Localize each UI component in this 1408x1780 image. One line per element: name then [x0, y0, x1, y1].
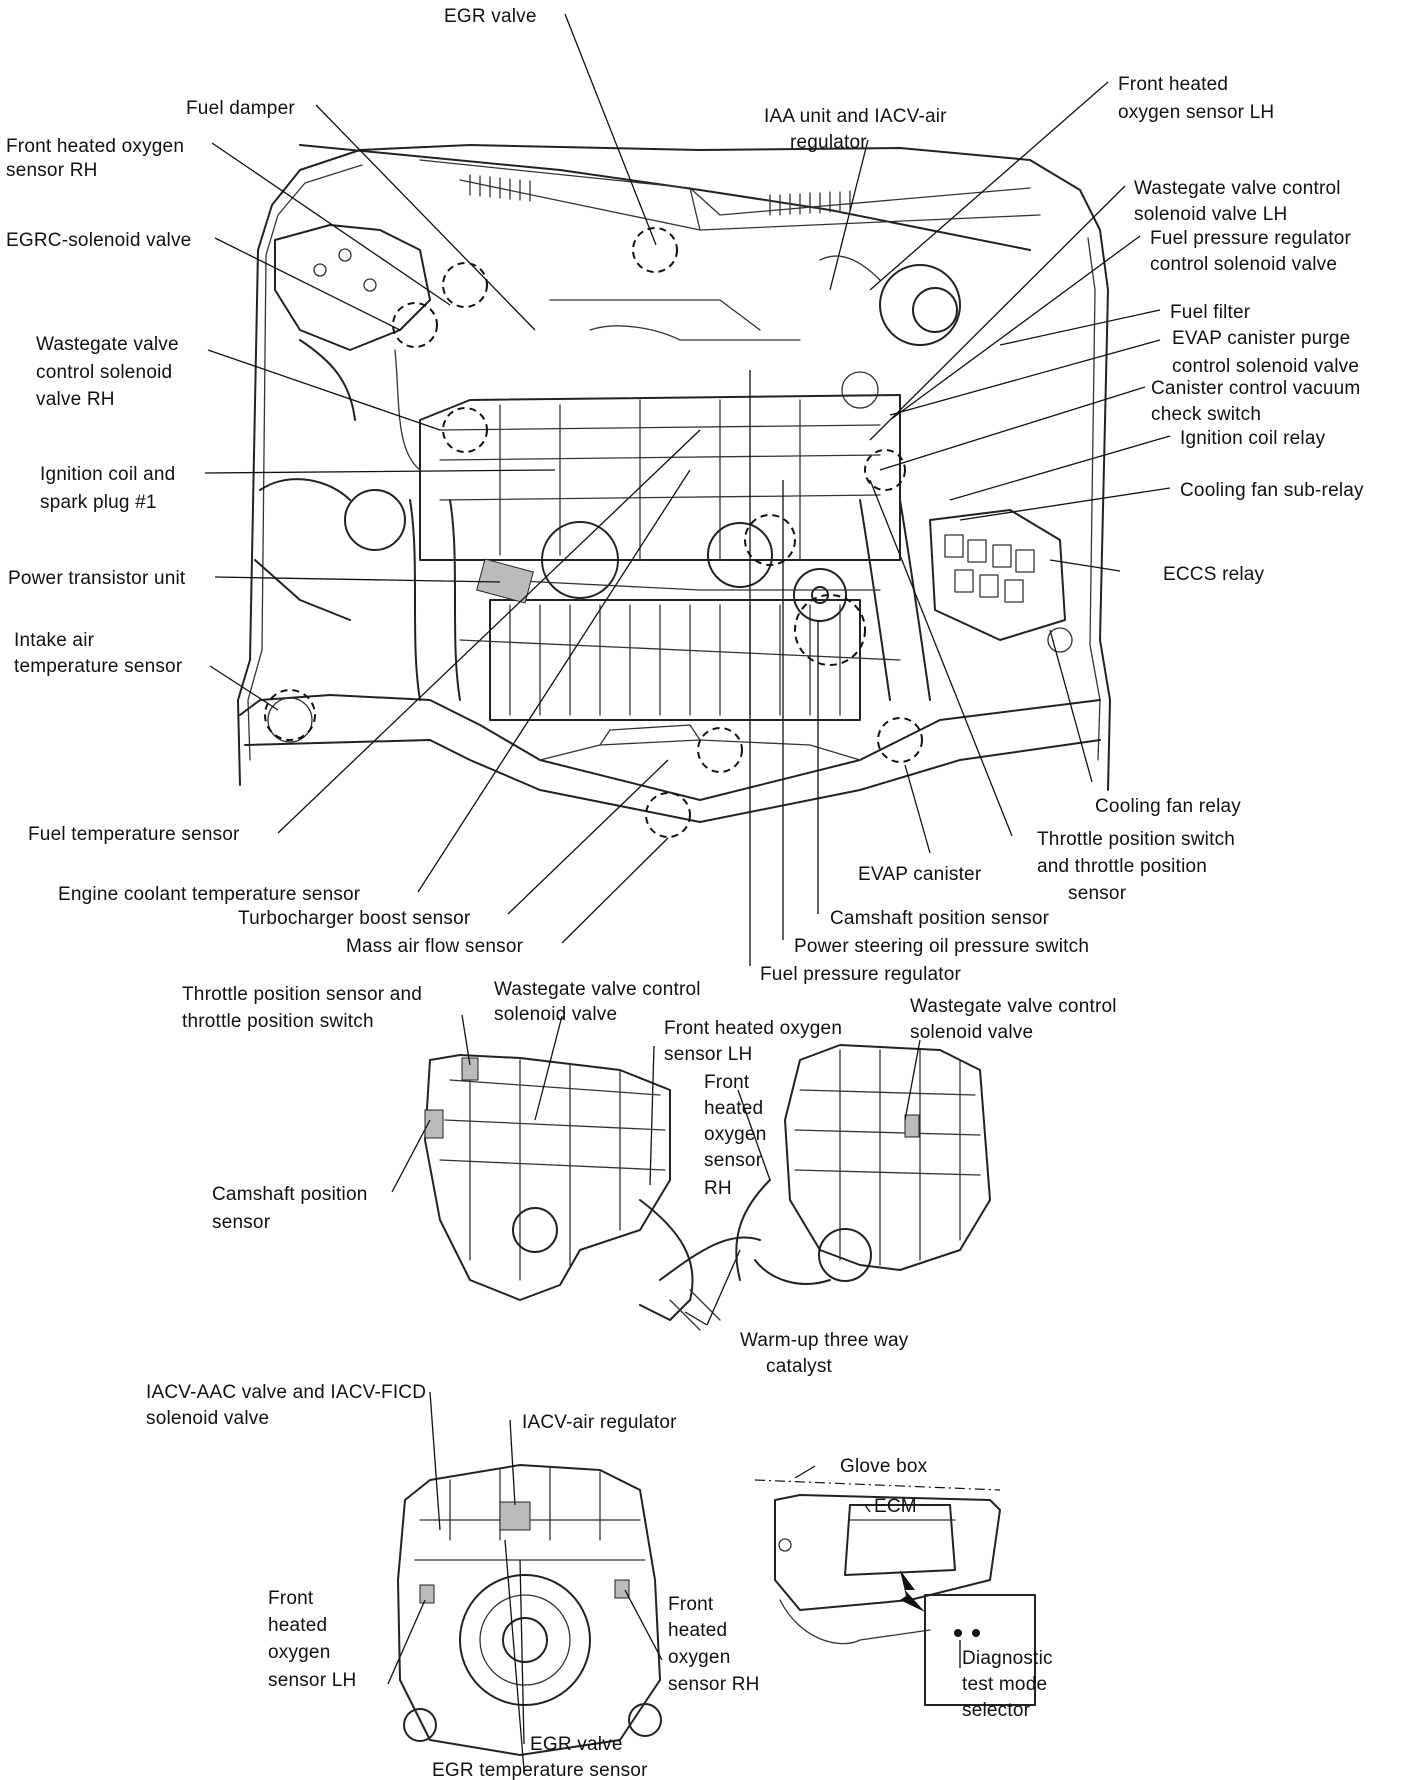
- label-fuel-temperature: Fuel temperature sensor: [28, 824, 240, 845]
- label-rear-front-ho2s-rh-line3: oxygen: [668, 1647, 730, 1668]
- label-evap-purge-line2: control solenoid valve: [1172, 356, 1359, 377]
- label-ignition-coil-relay: Ignition coil relay: [1180, 428, 1326, 449]
- label-rear-egr-valve: EGR valve: [530, 1734, 623, 1755]
- label-iaa-line2: regulator: [790, 132, 867, 153]
- engine-rear-view: [387, 1391, 663, 1771]
- label-rear-iacv-air: IACV-air regulator: [522, 1412, 677, 1433]
- cabin-ecm-labels: Glove box ECM Diagnostic test mode selec…: [840, 1456, 1053, 1721]
- label-tps-line1: Throttle position switch: [1037, 829, 1235, 850]
- label-rear-front-ho2s-rh-line4: sensor RH: [668, 1674, 760, 1695]
- label-front-ho2s-lh-line2: oxygen sensor LH: [1118, 102, 1274, 123]
- label-front-ho2s-lh-line1: Front heated: [1118, 74, 1228, 95]
- label-maf: Mass air flow sensor: [346, 936, 524, 957]
- label-iat-line1: Intake air: [14, 630, 95, 651]
- label-side-tps-line1: Throttle position sensor and: [182, 984, 422, 1005]
- label-fprc-line2: control solenoid valve: [1150, 254, 1337, 275]
- label-side-front-ho2s-rh-line3: oxygen: [704, 1124, 766, 1145]
- label-side-front-ho2s-rh-line4: sensor: [704, 1150, 763, 1171]
- label-fuel-damper: Fuel damper: [186, 98, 295, 119]
- label-glove-box: Glove box: [840, 1456, 928, 1477]
- label-side-wastegate-line1: Wastegate valve control: [494, 979, 701, 1000]
- label-ecm: ECM: [874, 1496, 917, 1517]
- label-side-front-ho2s-rh-line5: RH: [704, 1178, 732, 1199]
- label-side-wastegate-right-line2: solenoid valve: [910, 1022, 1033, 1043]
- label-rear-front-ho2s-lh-line3: oxygen: [268, 1642, 330, 1663]
- label-side-front-ho2s-lh-line1: Front heated oxygen: [664, 1018, 842, 1039]
- label-rear-front-ho2s-rh-line2: heated: [668, 1620, 727, 1641]
- engine-side-labels: Throttle position sensor and throttle po…: [182, 979, 1117, 1377]
- label-wastegate-lh-line2: solenoid valve LH: [1134, 204, 1287, 225]
- label-ps-oil-switch: Power steering oil pressure switch: [794, 936, 1089, 957]
- label-side-tps-line2: throttle position switch: [182, 1011, 374, 1032]
- label-front-ho2s-rh-line1: Front heated oxygen: [6, 136, 184, 157]
- label-tps-line3: sensor: [1068, 883, 1127, 904]
- label-diag-selector-line1: Diagnostic: [962, 1648, 1053, 1669]
- label-evap-purge-line1: EVAP canister purge: [1172, 328, 1350, 349]
- engine-side-view: [391, 1014, 991, 1331]
- label-engine-coolant-temp: Engine coolant temperature sensor: [58, 884, 361, 905]
- cabin-ecm-view: [754, 1465, 1036, 1706]
- label-side-cmp-line2: sensor: [212, 1212, 271, 1233]
- label-side-wastegate-line2: solenoid valve: [494, 1004, 617, 1025]
- label-tps-line2: and throttle position: [1037, 856, 1207, 877]
- label-iaa-line1: IAA unit and IACV-air: [764, 106, 947, 127]
- label-fprc-line1: Fuel pressure regulator: [1150, 228, 1352, 249]
- label-side-front-ho2s-lh-line2: sensor LH: [664, 1044, 752, 1065]
- label-side-front-ho2s-rh-line2: heated: [704, 1098, 763, 1119]
- label-fuel-filter: Fuel filter: [1170, 302, 1251, 323]
- label-side-front-ho2s-rh-line1: Front: [704, 1072, 750, 1093]
- label-diag-selector-line3: selector: [962, 1700, 1031, 1721]
- label-rear-front-ho2s-lh-line4: sensor LH: [268, 1670, 356, 1691]
- label-side-cmp-line1: Camshaft position: [212, 1184, 367, 1205]
- label-rear-iacv-aac-line2: solenoid valve: [146, 1408, 269, 1429]
- label-rear-front-ho2s-lh-line1: Front: [268, 1588, 314, 1609]
- label-fuel-pressure-regulator: Fuel pressure regulator: [760, 964, 962, 985]
- label-side-catalyst-line1: Warm-up three way: [740, 1330, 909, 1351]
- label-camshaft-position: Camshaft position sensor: [830, 908, 1050, 929]
- label-rear-egr-temp: EGR temperature sensor: [432, 1760, 648, 1780]
- label-side-wastegate-right-line1: Wastegate valve control: [910, 996, 1117, 1017]
- label-wastegate-rh-line1: Wastegate valve: [36, 334, 179, 355]
- engine-bay-top-view: [204, 13, 1171, 966]
- engine-rear-labels: IACV-AAC valve and IACV-FICD solenoid va…: [146, 1382, 760, 1780]
- label-egrc-solenoid: EGRC-solenoid valve: [6, 230, 191, 251]
- label-diag-selector-line2: test mode: [962, 1674, 1047, 1695]
- label-rear-front-ho2s-lh-line2: heated: [268, 1615, 327, 1636]
- label-cooling-fan-sub-relay: Cooling fan sub-relay: [1180, 480, 1364, 501]
- label-evap-canister: EVAP canister: [858, 864, 982, 885]
- label-rear-iacv-aac-line1: IACV-AAC valve and IACV-FICD: [146, 1382, 426, 1403]
- label-power-transistor: Power transistor unit: [8, 568, 186, 589]
- engine-bay-labels: EGR valve Fuel damper Front heated oxyge…: [6, 6, 1364, 985]
- label-iat-line2: temperature sensor: [14, 656, 183, 677]
- label-cooling-fan-relay: Cooling fan relay: [1095, 796, 1241, 817]
- label-ignition-coil-line1: Ignition coil and: [40, 464, 175, 485]
- label-ignition-coil-line2: spark plug #1: [40, 492, 157, 513]
- label-side-catalyst-line2: catalyst: [766, 1356, 833, 1377]
- label-canister-vacuum-line1: Canister control vacuum: [1151, 378, 1360, 399]
- label-canister-vacuum-line2: check switch: [1151, 404, 1261, 425]
- label-front-ho2s-rh-line2: sensor RH: [6, 160, 98, 181]
- label-wastegate-rh-line2: control solenoid: [36, 362, 172, 383]
- label-turbo-boost: Turbocharger boost sensor: [238, 908, 471, 929]
- label-wastegate-lh-line1: Wastegate valve control: [1134, 178, 1341, 199]
- label-wastegate-rh-line3: valve RH: [36, 389, 115, 410]
- label-eccs-relay: ECCS relay: [1163, 564, 1265, 585]
- label-rear-front-ho2s-rh-line1: Front: [668, 1594, 714, 1615]
- label-egr-valve: EGR valve: [444, 6, 537, 27]
